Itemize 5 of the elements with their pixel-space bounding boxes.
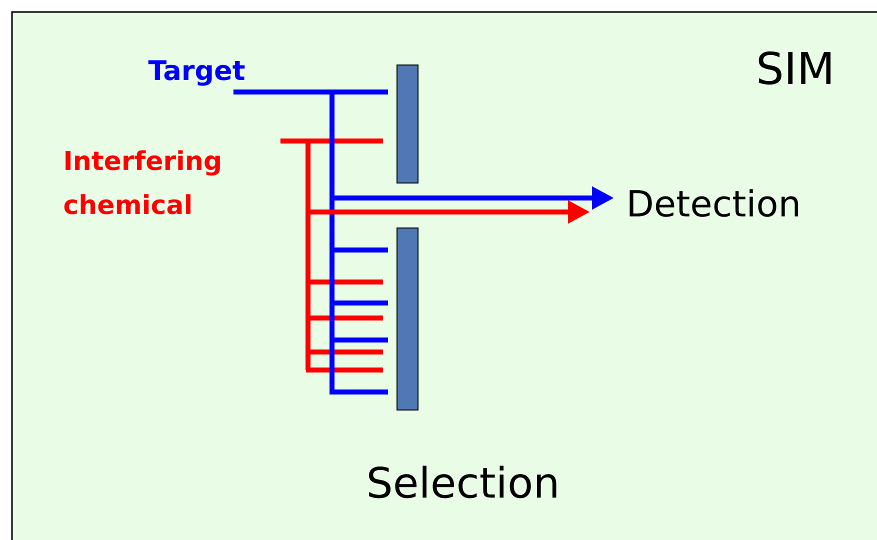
detection-label: Detection bbox=[630, 189, 798, 217]
target-label: Target bbox=[148, 60, 245, 86]
selection-label: Selection bbox=[369, 466, 556, 498]
mode-label: SIM bbox=[758, 51, 830, 85]
interfering-label: Interfering chemical bbox=[64, 150, 220, 214]
